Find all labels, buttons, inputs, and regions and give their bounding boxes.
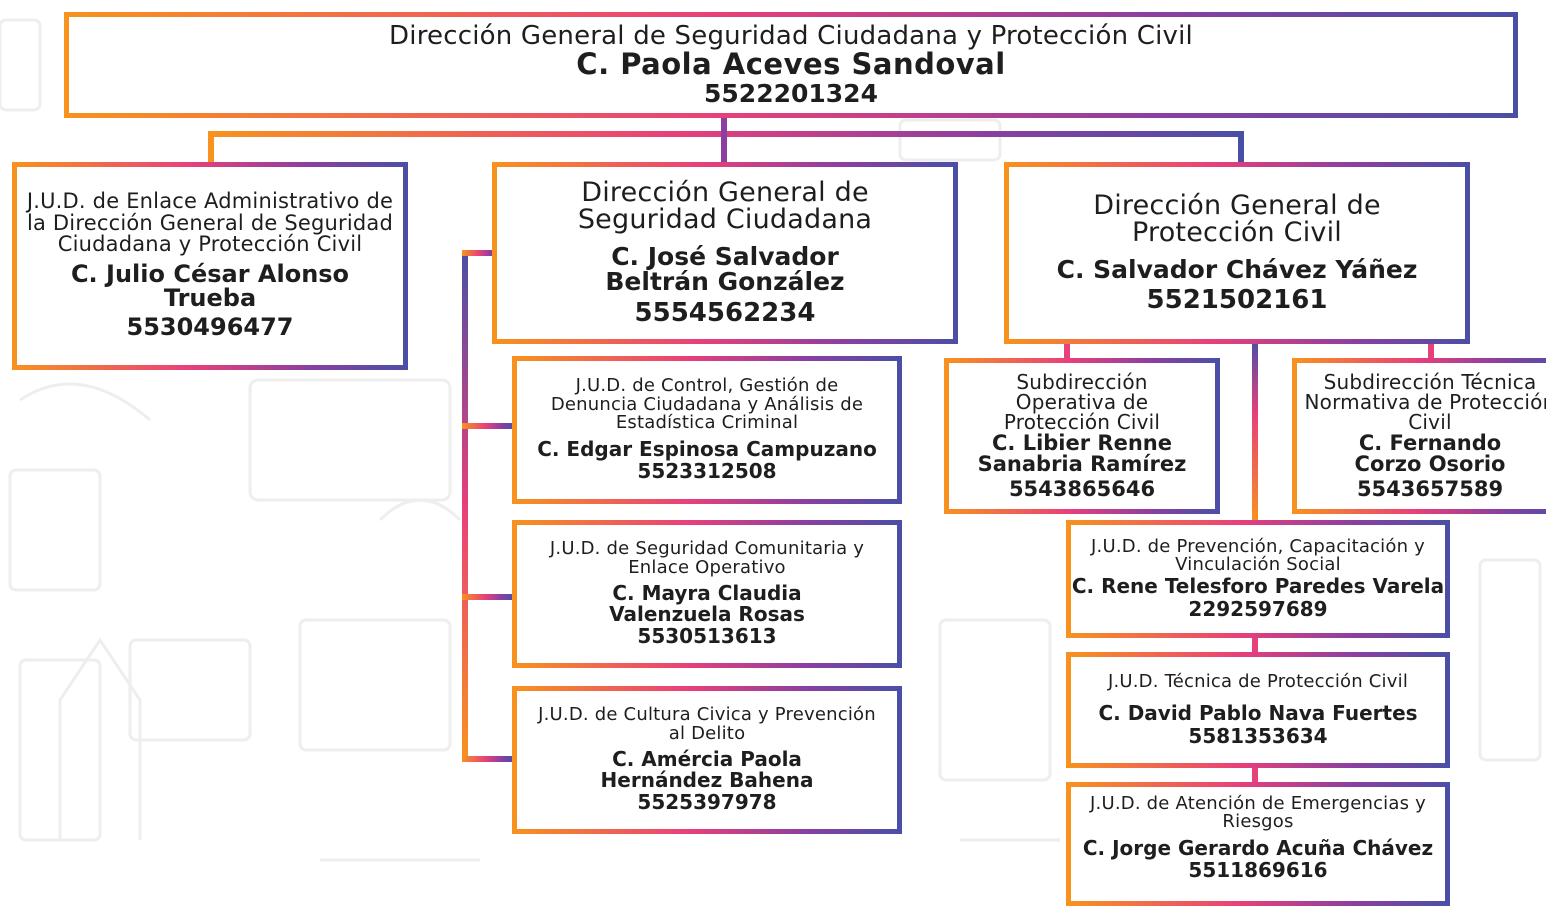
dg-proteccion-name: C. Salvador Chávez Yáñez <box>1056 254 1418 284</box>
top-director-box: Dirección General de Seguridad Ciudadana… <box>64 12 1518 118</box>
jud-control-title: J.U.D. de Control, Gestión de Denuncia C… <box>550 375 864 434</box>
jud-tecnica-title: J.U.D. Técnica de Protección Civil <box>1107 670 1409 692</box>
jud-seguridad-comunitaria-box: J.U.D. de Seguridad Comunitaria y Enlace… <box>512 520 902 668</box>
dg-proteccion-title: Dirección General de Protección Civil <box>1093 189 1381 249</box>
sub-tecnica-phone: 5543657589 <box>1356 476 1504 501</box>
sub-operativa-title: Subdirección Operativa de Protección Civ… <box>1003 369 1161 435</box>
jud-tecnica-box: J.U.D. Técnica de Protección Civil C. Da… <box>1066 652 1450 768</box>
sub-tecnica-title: Subdirección Técnica Normativa de Protec… <box>1304 369 1546 435</box>
sub-tecnica-name: C. Fernando Corzo Osorio <box>1354 430 1506 477</box>
jud-prevencion-title: J.U.D. de Prevención, Capacitación y Vin… <box>1091 535 1425 575</box>
jud-emergencias-box: J.U.D. de Atención de Emergencias y Ries… <box>1066 782 1450 906</box>
dg-proteccion-phone: 5521502161 <box>1146 285 1328 316</box>
jud-tecnica-phone: 5581353634 <box>1188 723 1328 748</box>
sub-operativa-name: C. Libier Renne Sanabria Ramírez <box>977 430 1187 477</box>
dg-seguridad-phone: 5554562234 <box>634 297 816 328</box>
sub-tecnica-box: Subdirección Técnica Normativa de Protec… <box>1292 358 1546 514</box>
jud-emergencias-phone: 5511869616 <box>1188 858 1328 883</box>
top-director-name: C. Paola Aceves Sandoval <box>576 46 1006 81</box>
jud-cultura-civica-phone: 5525397978 <box>637 789 777 814</box>
sub-operativa-box: Subdirección Operativa de Protección Civ… <box>944 358 1220 514</box>
dg-seguridad-box: Dirección General de Seguridad Ciudadana… <box>492 162 958 344</box>
jud-control-phone: 5523312508 <box>637 458 777 483</box>
jud-prevencion-name: C. Rene Telesforo Paredes Varela <box>1071 574 1445 599</box>
top-director-title: Dirección General de Seguridad Ciudadana… <box>389 21 1193 52</box>
jud-emergencias-name: C. Jorge Gerardo Acuña Chávez <box>1082 835 1434 860</box>
jud-admin-box: J.U.D. de Enlace Administrativo de la Di… <box>12 162 408 370</box>
jud-seguridad-comunitaria-title: J.U.D. de Seguridad Comunitaria y Enlace… <box>549 538 865 578</box>
jud-cultura-civica-title: J.U.D. de Cultura Civica y Prevención al… <box>538 704 876 744</box>
jud-control-name: C. Edgar Espinosa Campuzano <box>537 436 877 461</box>
jud-admin-name: C. Julio César Alonso Trueba <box>70 259 350 313</box>
dg-seguridad-title: Dirección General de Seguridad Ciudadana <box>577 176 873 236</box>
sub-operativa-phone: 5543865646 <box>1008 476 1156 501</box>
jud-control-box: J.U.D. de Control, Gestión de Denuncia C… <box>512 356 902 504</box>
jud-cultura-civica-name: C. Amércia Paola Hernández Bahena <box>600 747 814 792</box>
jud-admin-title: J.U.D. de Enlace Administrativo de la Di… <box>26 189 394 257</box>
jud-seguridad-comunitaria-phone: 5530513613 <box>637 623 777 648</box>
jud-prevencion-box: J.U.D. de Prevención, Capacitación y Vin… <box>1066 520 1450 638</box>
top-director-phone: 5522201324 <box>704 78 878 108</box>
jud-prevencion-phone: 2292597689 <box>1188 596 1328 621</box>
dg-seguridad-name: C. José Salvador Beltrán González <box>605 241 845 297</box>
dg-proteccion-box: Dirección General de Protección Civil C.… <box>1004 162 1470 344</box>
jud-cultura-civica-box: J.U.D. de Cultura Civica y Prevención al… <box>512 686 902 834</box>
jud-admin-phone: 5530496477 <box>126 312 294 341</box>
jud-emergencias-title: J.U.D. de Atención de Emergencias y Ries… <box>1090 793 1426 833</box>
jud-seguridad-comunitaria-name: C. Mayra Claudia Valenzuela Rosas <box>609 581 805 626</box>
jud-tecnica-name: C. David Pablo Nava Fuertes <box>1098 701 1418 726</box>
